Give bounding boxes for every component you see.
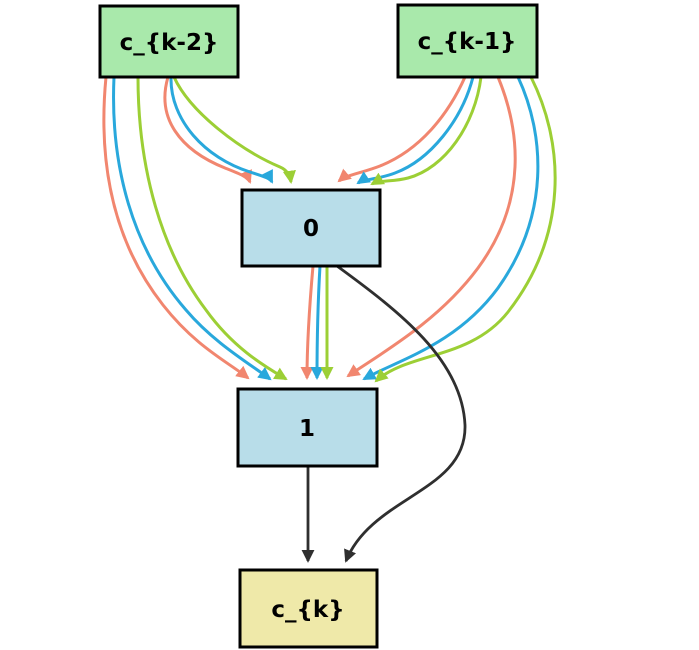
- edge-0-to-1-op1: [300, 265, 315, 380]
- edge-ck1-to-1-op1: [346, 76, 517, 378]
- node-0: 0: [240, 188, 382, 268]
- node-ck: c_{k}: [238, 568, 379, 649]
- node-ck2: c_{k-2}: [98, 4, 240, 79]
- node-ck-label: c_{k}: [271, 597, 344, 623]
- edge-ck2-to-0-op1: [163, 76, 252, 184]
- node-ck1-label: c_{k-1}: [418, 29, 517, 55]
- node-ck-box: [238, 568, 379, 649]
- node-ck1: c_{k-1}: [396, 3, 539, 79]
- node-0-label: 0: [303, 216, 319, 242]
- edge-ck1-to-1-op2: [362, 76, 540, 381]
- edge-ck1-to-0-op2: [356, 76, 475, 185]
- edge-ck2-to-0-op2: [169, 76, 274, 184]
- edge-0-to-1-op2: [310, 265, 324, 380]
- node-0-box: [240, 188, 382, 268]
- node-1-box: [236, 387, 379, 468]
- edge-ck1-to-0-op3: [370, 76, 483, 186]
- edge-ck1-to-0-op1: [337, 76, 467, 183]
- node-layer: c_{k-2} c_{k-1} 0 1 c_{k}: [98, 3, 539, 649]
- node-ck1-box: [396, 3, 539, 79]
- node-1-label: 1: [299, 416, 315, 442]
- edge-layer: [102, 76, 557, 563]
- edge-ck2-to-0-op3: [172, 76, 296, 184]
- edge-ck2-to-1-op3: [136, 76, 288, 381]
- edge-ck2-to-1-op2: [112, 76, 272, 381]
- node-1: 1: [236, 387, 379, 468]
- node-ck2-label: c_{k-2}: [120, 30, 219, 56]
- edge-ck1-to-1-op3: [374, 76, 557, 383]
- edge-0-to-ck-plain: [336, 264, 467, 563]
- edge-ck2-to-1-op1: [102, 76, 250, 380]
- node-ck2-box: [98, 4, 240, 79]
